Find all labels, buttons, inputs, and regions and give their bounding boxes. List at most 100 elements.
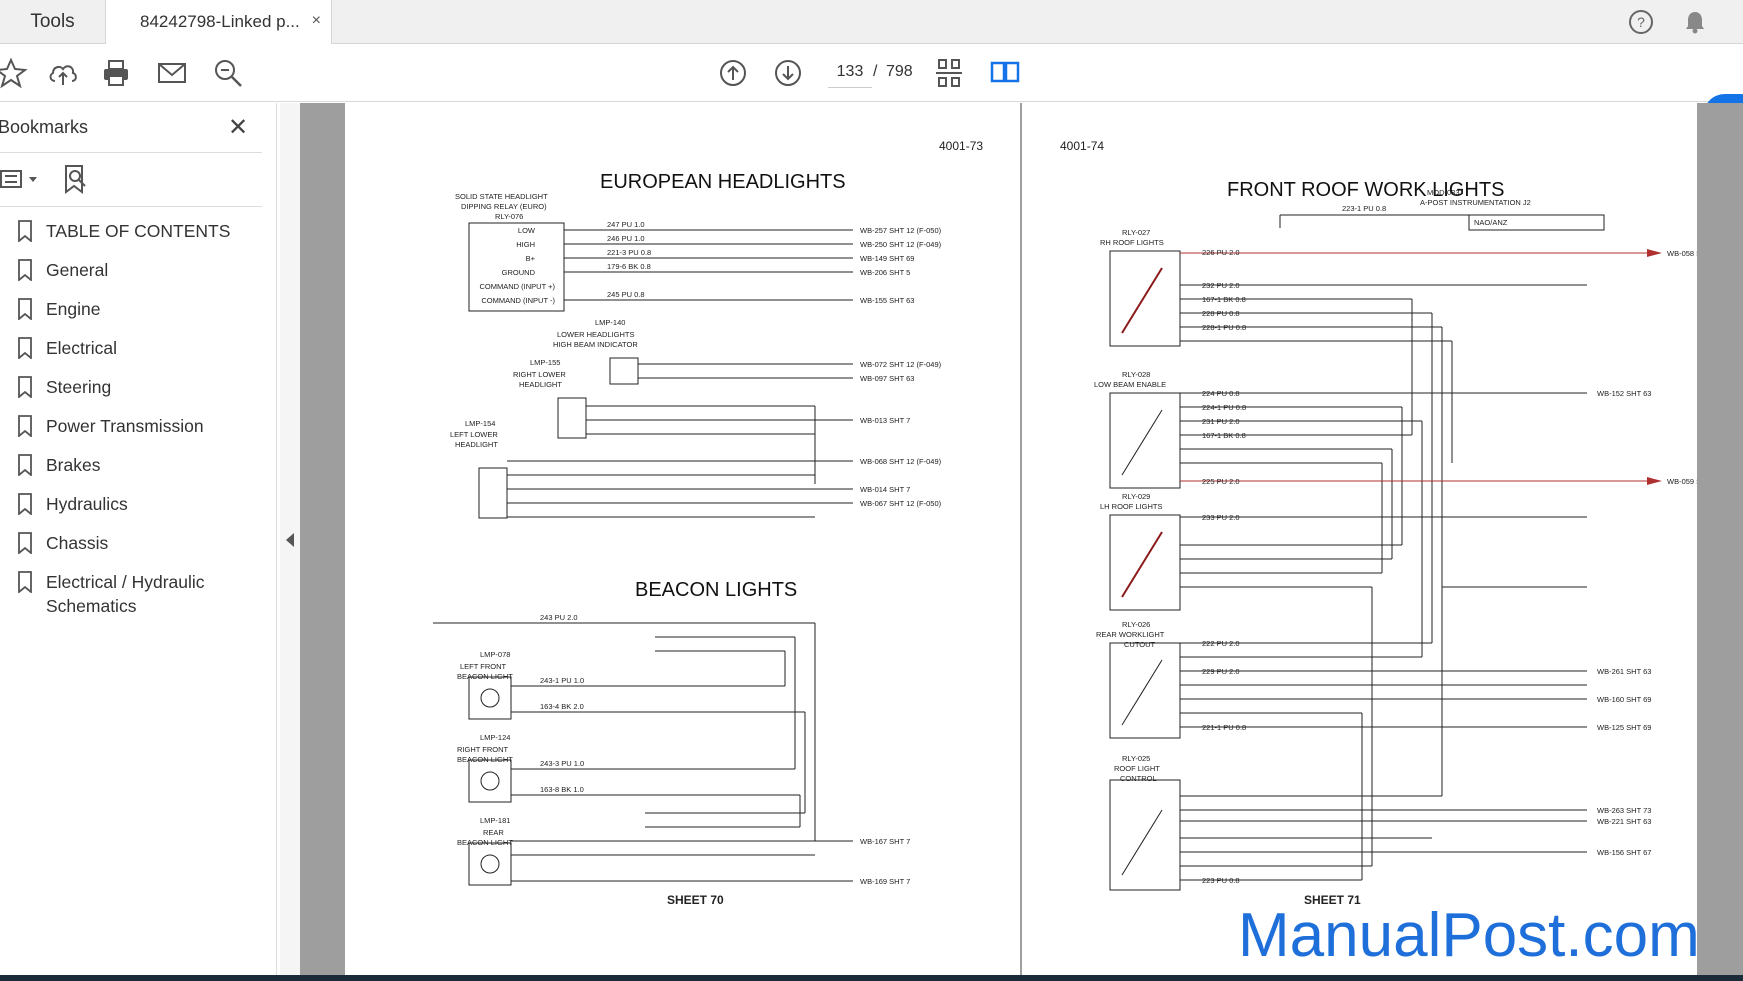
svg-text:WB-250 SHT 12 (F-049): WB-250 SHT 12 (F-049) [860,240,942,249]
svg-text:228-1 PU 0.8: 228-1 PU 0.8 [1202,323,1246,332]
svg-text:167-1 BK 0.8: 167-1 BK 0.8 [1202,295,1246,304]
svg-text:221-3 PU 0.8: 221-3 PU 0.8 [607,248,651,257]
svg-text:223-1 PU 0.8: 223-1 PU 0.8 [1342,204,1386,213]
svg-text:RLY-027: RLY-027 [1122,228,1150,237]
page-separator: / [873,63,878,80]
bookmark-item-table-of-contents[interactable]: TABLE OF CONTENTS [18,219,230,258]
fit-page-icon[interactable] [932,56,966,90]
svg-text:NAO/ANZ: NAO/ANZ [1474,218,1508,227]
svg-text:B+: B+ [526,254,536,263]
svg-text:WB-261 SHT 63: WB-261 SHT 63 [1597,667,1651,676]
svg-text:WB-014 SHT 7: WB-014 SHT 7 [860,485,910,494]
svg-text:GROUND: GROUND [502,268,536,277]
svg-text:WB-058 SHT 12 (F-045: WB-058 SHT 12 (F-045 [1667,249,1697,258]
svg-text:228 PU 0.8: 228 PU 0.8 [1202,309,1240,318]
bookmark-options-icon[interactable] [0,165,40,193]
tab-tools[interactable]: Tools [0,0,106,44]
document-page-left: 4001-73 EUROPEAN HEADLIGHTS BEACON LIGHT… [345,103,1020,981]
svg-text:LMP-124: LMP-124 [480,733,510,742]
bookmarks-panel: Bookmarks ✕ TABLE OF CONTENTS General En… [0,103,277,981]
help-icon[interactable]: ? [1628,9,1654,35]
bookmark-label: Electrical / Hydraulic Schematics [46,572,205,616]
bookmark-item-steering[interactable]: Steering [18,375,230,414]
svg-text:WB-125 SHT 69: WB-125 SHT 69 [1597,723,1651,732]
svg-text:ROOF LIGHT: ROOF LIGHT [1114,764,1160,773]
svg-text:222 PU 2.0: 222 PU 2.0 [1202,639,1240,648]
star-icon[interactable] [0,56,28,90]
bookmark-item-brakes[interactable]: Brakes [18,453,230,492]
svg-text:HEADLIGHT: HEADLIGHT [519,380,562,389]
document-page-right: 4001-74 FRONT ROOF WORK LIGHTS SHEET 71 [1022,103,1697,981]
bookmark-item-general[interactable]: General [18,258,230,297]
bookmark-label: Power Transmission [46,416,204,436]
svg-text:232 PU 2.0: 232 PU 2.0 [1202,281,1240,290]
two-page-view-icon[interactable] [988,56,1022,90]
svg-text:RIGHT LOWER: RIGHT LOWER [513,370,566,379]
svg-text:WB-206 SHT 5: WB-206 SHT 5 [860,268,910,277]
zoom-search-icon[interactable] [211,56,245,90]
bookmark-item-electrical[interactable]: Electrical [18,336,230,375]
bookmark-item-chassis[interactable]: Chassis [18,531,230,570]
svg-text:WB-169 SHT 7: WB-169 SHT 7 [860,877,910,886]
bookmark-item-power-transmission[interactable]: Power Transmission [18,414,230,453]
svg-text:HIGH: HIGH [516,240,535,249]
page-number: 4001-73 [939,139,984,153]
svg-text:RLY-025: RLY-025 [1122,754,1150,763]
svg-text:RH ROOF LIGHTS: RH ROOF LIGHTS [1100,238,1164,247]
svg-text:LMP-078: LMP-078 [480,650,510,659]
bookmarks-title: Bookmarks [0,117,89,137]
svg-text:WB-097 SHT 63: WB-097 SHT 63 [860,374,914,383]
svg-text:WB-156 SHT 67: WB-156 SHT 67 [1597,848,1651,857]
svg-text:WB-221 SHT 63: WB-221 SHT 63 [1597,817,1651,826]
svg-text:233 PU 2.0: 233 PU 2.0 [1202,513,1240,522]
document-viewer[interactable]: 4001-73 EUROPEAN HEADLIGHTS BEACON LIGHT… [300,103,1743,981]
svg-text:LH ROOF LIGHTS: LH ROOF LIGHTS [1100,502,1163,511]
section-title: EUROPEAN HEADLIGHTS [600,171,846,193]
svg-text:LMP-155: LMP-155 [530,358,560,367]
email-icon[interactable] [155,56,189,90]
svg-text:163-8 BK 1.0: 163-8 BK 1.0 [540,785,584,794]
divider [0,206,262,207]
bookmark-label: Hydraulics [46,494,128,514]
bookmark-list: TABLE OF CONTENTS General Engine Electri… [18,219,230,630]
svg-text:WB-257 SHT 12 (F-050): WB-257 SHT 12 (F-050) [860,226,942,235]
svg-text:WB-149 SHT 69: WB-149 SHT 69 [860,254,914,263]
bookmark-item-hydraulics[interactable]: Hydraulics [18,492,230,531]
bookmark-label: Electrical [46,338,117,358]
svg-text:224-1 PU 0.8: 224-1 PU 0.8 [1202,403,1246,412]
print-icon[interactable] [99,56,133,90]
upload-cloud-icon[interactable] [46,56,80,90]
close-panel-icon[interactable]: ✕ [228,114,249,141]
next-page-icon[interactable] [771,56,805,90]
svg-text:247 PU 1.0: 247 PU 1.0 [607,220,645,229]
svg-text:226 PU 2.0: 226 PU 2.0 [1202,248,1240,257]
add-bookmark-icon[interactable] [62,163,90,195]
page-number-input[interactable]: 133 [828,56,872,88]
previous-page-icon[interactable] [716,56,750,90]
bookmark-icon [18,415,32,437]
svg-text:WB-152 SHT 63: WB-152 SHT 63 [1597,389,1651,398]
toolbar [0,44,1743,138]
bookmark-item-schematics[interactable]: Electrical / Hydraulic Schematics [18,570,230,630]
tab-document[interactable]: 84242798-Linked p... × [106,0,332,44]
bookmark-item-engine[interactable]: Engine [18,297,230,336]
close-tab-icon[interactable]: × [311,12,321,29]
svg-text:MOD-033: MOD-033 [1427,188,1460,197]
svg-text:COMMAND (INPUT +): COMMAND (INPUT +) [480,282,556,291]
svg-text:DIPPING RELAY (EURO): DIPPING RELAY (EURO) [461,202,547,211]
svg-text:225 PU 2.0: 225 PU 2.0 [1202,477,1240,486]
svg-text:CONTROL: CONTROL [1120,774,1157,783]
bookmark-label: Brakes [46,455,101,475]
bookmark-icon [18,454,32,476]
svg-text:LOW: LOW [518,226,536,235]
svg-text:A-POST INSTRUMENTATION J2: A-POST INSTRUMENTATION J2 [1420,198,1531,207]
bell-icon[interactable] [1683,9,1707,35]
svg-text:WB-072 SHT 12 (F-049): WB-072 SHT 12 (F-049) [860,360,942,369]
section-title: BEACON LIGHTS [635,579,798,601]
svg-text:SOLID STATE HEADLIGHT: SOLID STATE HEADLIGHT [455,192,548,201]
svg-text:LEFT FRONT: LEFT FRONT [460,662,507,671]
sheet-label: SHEET 71 [1304,893,1361,907]
svg-text:231 PU 2.0: 231 PU 2.0 [1202,417,1240,426]
collapse-panel-handle[interactable] [280,103,300,981]
tab-tools-label: Tools [30,11,75,32]
